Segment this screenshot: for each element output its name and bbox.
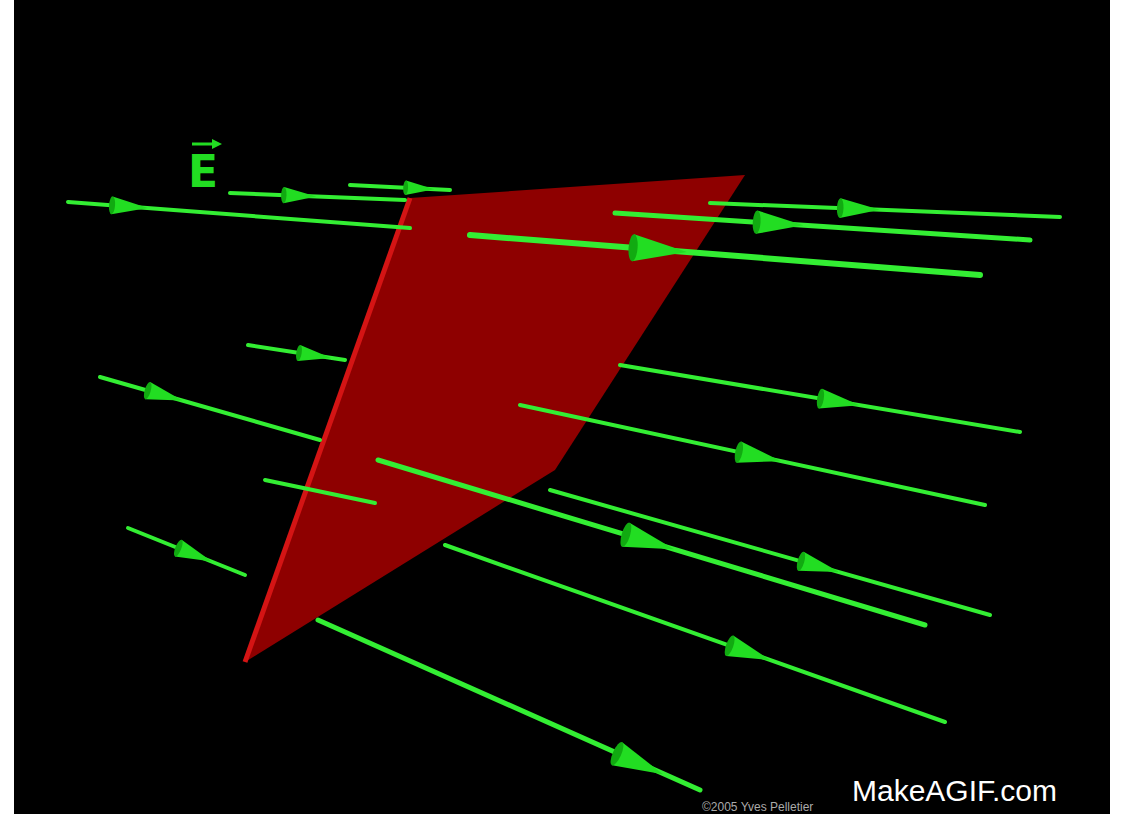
plane-edge bbox=[245, 198, 410, 662]
background bbox=[14, 0, 1110, 814]
plane bbox=[245, 175, 745, 662]
vector-arrow bbox=[192, 143, 214, 146]
field-lines bbox=[68, 185, 1060, 790]
field-symbol: E bbox=[186, 146, 220, 197]
watermark: MakeAGIF.com bbox=[850, 774, 1059, 808]
field-arrowheads bbox=[108, 180, 880, 785]
copyright-note: ©2005 Yves Pelletier bbox=[700, 800, 815, 814]
